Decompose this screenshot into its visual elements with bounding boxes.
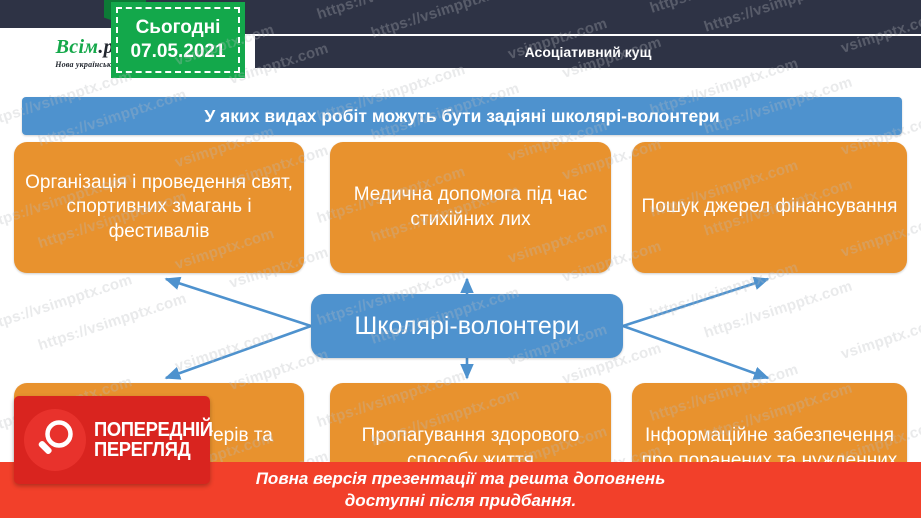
date-badge-label: Сьогодні <box>135 17 221 39</box>
slide-header-bar: Асоціативний кущ <box>255 36 921 68</box>
branch-node-top-left[interactable]: Організація і проведення свят, спортивни… <box>14 142 304 273</box>
page-title: Асоціативний кущ <box>524 44 652 60</box>
logo-name: Всім <box>55 36 99 58</box>
preview-badge[interactable]: ПОПЕРЕДНІЙ ПЕРЕГЛЯД <box>14 396 213 484</box>
preview-badge-line2: ПЕРЕГЛЯД <box>94 439 191 461</box>
question-text: У яких видах робіт можуть бути задіяні ш… <box>204 105 720 126</box>
diagram-center-node[interactable]: Школярі-волонтери <box>311 294 623 358</box>
branch-label: Медична допомога під час стихійних лих <box>353 184 588 230</box>
purchase-notice-line2: доступні після придбання. <box>344 490 577 510</box>
branch-label: Пошук джерел фінансування <box>641 196 898 218</box>
purchase-notice-line1: Повна версія презентації та решта доповн… <box>255 469 666 489</box>
logo-subtitle: Нова українська школа <box>55 60 141 69</box>
center-node-label: Школярі-волонтери <box>354 312 580 340</box>
preview-badge-line1: ПОПЕРЕДНІЙ <box>94 418 213 441</box>
branch-node-top-center[interactable]: Медична допомога під час стихійних лих <box>330 142 611 273</box>
preview-badge-text: ПОПЕРЕДНІЙ ПЕРЕГЛЯД <box>94 418 223 461</box>
branch-node-top-right[interactable]: Пошук джерел фінансування <box>632 142 907 273</box>
magnifier-icon <box>24 409 86 471</box>
question-bar: У яких видах робіт можуть бути задіяні ш… <box>22 97 902 135</box>
branch-label: Організація і проведення свят, спортивни… <box>25 172 293 242</box>
date-badge: Сьогодні 07.05.2021 <box>111 2 245 78</box>
date-badge-value: 07.05.2021 <box>130 41 226 62</box>
